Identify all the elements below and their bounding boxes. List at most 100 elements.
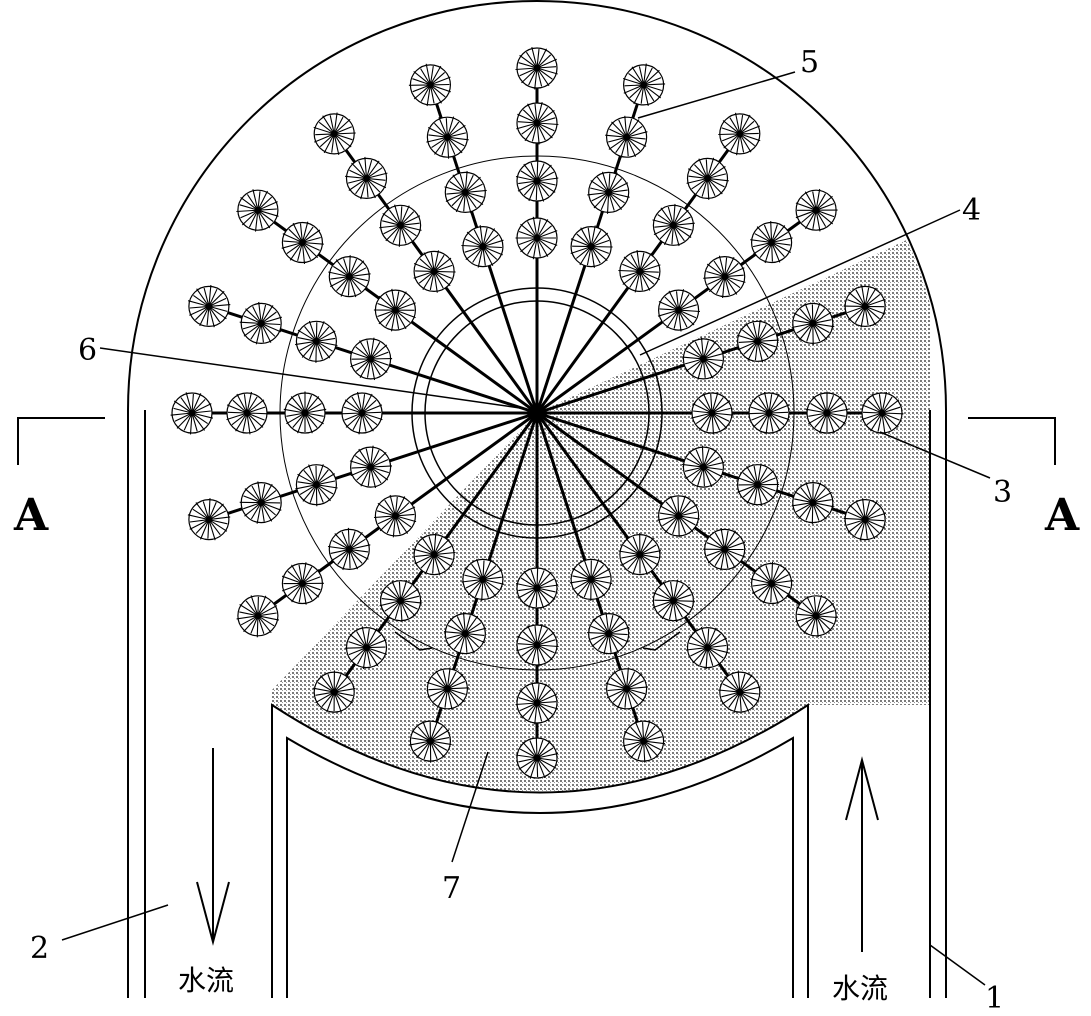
tuft bbox=[327, 527, 371, 571]
tuft bbox=[349, 445, 393, 489]
central-divider bbox=[271, 703, 809, 998]
tuft bbox=[373, 494, 417, 538]
tuft bbox=[686, 157, 729, 200]
tuft bbox=[805, 391, 849, 434]
tuft bbox=[350, 337, 393, 381]
tuft bbox=[515, 566, 559, 609]
tuft bbox=[605, 115, 648, 159]
label-3: 3 bbox=[993, 475, 1012, 510]
tuft bbox=[408, 63, 451, 107]
label-4: 4 bbox=[962, 193, 981, 228]
tuft bbox=[682, 445, 725, 488]
leader-7 bbox=[451, 751, 489, 863]
tuft bbox=[515, 46, 558, 90]
tuft bbox=[328, 255, 371, 298]
label-2: 2 bbox=[30, 931, 49, 966]
tuft bbox=[657, 495, 700, 538]
tuft bbox=[313, 112, 356, 156]
tuft bbox=[170, 392, 214, 435]
tuft bbox=[516, 101, 559, 145]
tuft bbox=[295, 464, 338, 507]
tuft bbox=[239, 481, 282, 524]
leader-4 bbox=[639, 209, 961, 356]
tuft bbox=[791, 482, 835, 525]
flow-label-left: 水流 bbox=[178, 964, 234, 997]
tuft bbox=[587, 171, 630, 214]
tuft bbox=[281, 562, 324, 605]
tuft bbox=[413, 533, 456, 576]
tuft bbox=[686, 626, 729, 670]
tuft bbox=[345, 156, 388, 200]
leader-1 bbox=[929, 944, 986, 986]
tuft bbox=[795, 594, 838, 638]
tuft bbox=[587, 612, 630, 655]
tuft bbox=[622, 720, 666, 763]
inner-wall bbox=[144, 410, 931, 998]
tuft bbox=[795, 188, 838, 232]
tuft bbox=[690, 392, 734, 435]
tuft bbox=[444, 170, 487, 214]
tuft bbox=[461, 225, 504, 268]
leader-3 bbox=[879, 431, 991, 479]
tuft bbox=[618, 533, 662, 576]
tuft bbox=[652, 579, 695, 623]
tuft bbox=[295, 320, 338, 363]
tuft bbox=[226, 391, 269, 435]
tuft bbox=[515, 216, 558, 260]
tuft bbox=[652, 203, 695, 247]
tuft bbox=[426, 116, 469, 159]
section-marker-left bbox=[17, 417, 105, 465]
tuft bbox=[187, 498, 231, 541]
leader-lines bbox=[61, 71, 991, 986]
section-marker-right bbox=[968, 417, 1056, 465]
tuft bbox=[515, 681, 558, 725]
leader-3b bbox=[642, 631, 681, 651]
tuft bbox=[313, 670, 356, 713]
tuft bbox=[570, 225, 613, 268]
tuft bbox=[681, 337, 725, 380]
tuft bbox=[750, 561, 793, 605]
tuft bbox=[516, 623, 559, 667]
flow-label-right: 水流 bbox=[832, 972, 888, 1005]
tuft bbox=[443, 612, 487, 655]
flow-arrow-down bbox=[196, 748, 230, 946]
label-5: 5 bbox=[800, 45, 819, 80]
tuft bbox=[283, 391, 327, 434]
tuft bbox=[718, 112, 761, 156]
tuft bbox=[413, 250, 456, 293]
tuft bbox=[379, 204, 422, 247]
tuft bbox=[379, 579, 423, 623]
tuft bbox=[340, 391, 383, 435]
tuft bbox=[515, 736, 559, 779]
tuft bbox=[409, 720, 452, 763]
tuft bbox=[515, 159, 559, 202]
tuft bbox=[426, 667, 469, 710]
tuft bbox=[703, 528, 746, 571]
tuft bbox=[605, 667, 649, 710]
tuft bbox=[747, 391, 790, 435]
tuft bbox=[736, 463, 780, 506]
tuft bbox=[373, 288, 416, 332]
tuft bbox=[657, 289, 701, 332]
tuft bbox=[843, 285, 886, 328]
shaded-flow-region bbox=[272, 236, 930, 793]
hub-center bbox=[532, 408, 542, 418]
tuft bbox=[703, 255, 746, 299]
tuft bbox=[791, 302, 835, 345]
leader-2 bbox=[61, 904, 169, 941]
label-1: 1 bbox=[985, 981, 1004, 1016]
tuft bbox=[461, 558, 505, 601]
tuft bbox=[239, 301, 282, 345]
tuft bbox=[618, 250, 661, 293]
tuft bbox=[718, 670, 761, 713]
tuft bbox=[236, 595, 280, 638]
outer-channel bbox=[127, 0, 947, 998]
leader-3a bbox=[394, 631, 433, 651]
label-6: 6 bbox=[78, 333, 97, 368]
tuft bbox=[750, 221, 793, 264]
tufts-group bbox=[170, 46, 904, 779]
tuft bbox=[736, 319, 780, 363]
tuft bbox=[281, 221, 324, 264]
label-7: 7 bbox=[442, 871, 461, 906]
